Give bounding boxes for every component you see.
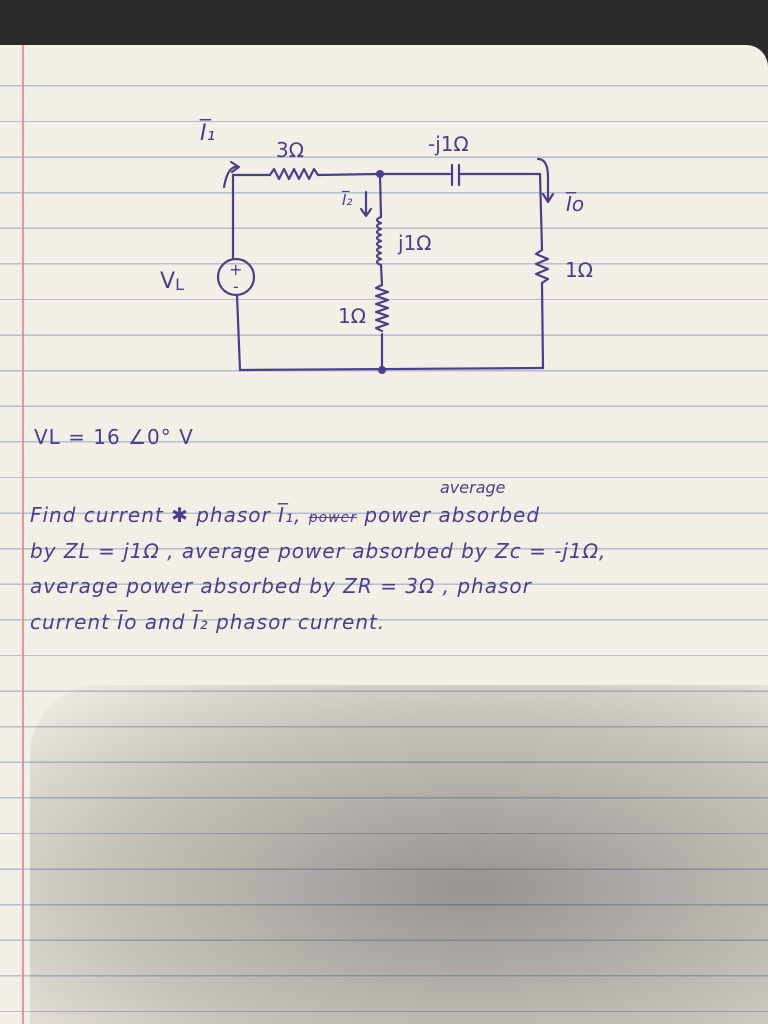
problem-line-1: Find current ✱ phasor I̅₁, power power a… (30, 503, 540, 527)
hand-shadow (30, 685, 768, 1024)
notebook-page: I̅₁ 3Ω -j1Ω I̅o I̅₂ j1Ω 1Ω 1Ω VL + - VL … (0, 45, 768, 1024)
label-i1: I̅₁ (199, 119, 215, 146)
crossed-mark: ✱ (171, 503, 189, 527)
problem-line-2: by ZL = j1Ω , average power absorbed by … (30, 539, 607, 563)
node-bottom-middle (378, 366, 386, 374)
vl-sub: L (175, 275, 184, 294)
middle-wire-mid (379, 263, 384, 287)
middle-wire-top (378, 173, 383, 219)
resistor-right-1-ohm (534, 248, 550, 285)
average-insert: average (440, 478, 506, 497)
problem-line-1-b: phasor I̅₁, (188, 503, 309, 527)
margin-line (22, 45, 24, 1024)
label-io: I̅o (565, 191, 584, 216)
right-bottom-wire (540, 281, 545, 370)
given-voltage: VL = 16 ∠0° V (34, 425, 194, 449)
left-bottom-wire (235, 293, 242, 372)
source-plus: + (229, 260, 242, 279)
bottom-wire (238, 366, 545, 372)
label-r-right: 1Ω (565, 258, 593, 282)
top-mid-wire (316, 172, 380, 177)
crossed-word: power (308, 510, 357, 526)
problem-line-1-a: Find current (30, 503, 172, 527)
io-arrow (536, 157, 550, 202)
problem-line-1-c: power absorbed (357, 503, 541, 527)
label-3-ohm: 3Ω (276, 138, 304, 162)
source-minus: - (233, 277, 239, 296)
circuit-diagram: I̅₁ 3Ω -j1Ω I̅o I̅₂ j1Ω 1Ω 1Ω VL + - (160, 119, 593, 374)
i1-arrow (222, 165, 240, 189)
resistor-3-ohm (268, 167, 320, 181)
i1-arrowhead (229, 160, 241, 174)
i2-arrowhead (359, 207, 373, 218)
label-capacitor: -j1Ω (428, 132, 469, 156)
resistor-middle-1-ohm (374, 283, 390, 333)
ruled-lines (0, 45, 768, 1024)
vl-v: V (160, 269, 175, 294)
problem-line-4: current I̅o and I̅₂ phasor current. (30, 610, 386, 634)
label-inductor: j1Ω (397, 231, 432, 255)
io-arrowhead (541, 192, 555, 204)
node-top-middle (376, 170, 384, 178)
inductor-j1-ohm (375, 215, 383, 267)
right-top-wire (538, 172, 544, 252)
label-r-middle: 1Ω (338, 304, 366, 328)
label-i2: I̅₂ (341, 190, 352, 209)
label-vl: VL (160, 269, 184, 294)
problem-line-3: average power absorbed by ZR = 3Ω , phas… (30, 574, 532, 598)
